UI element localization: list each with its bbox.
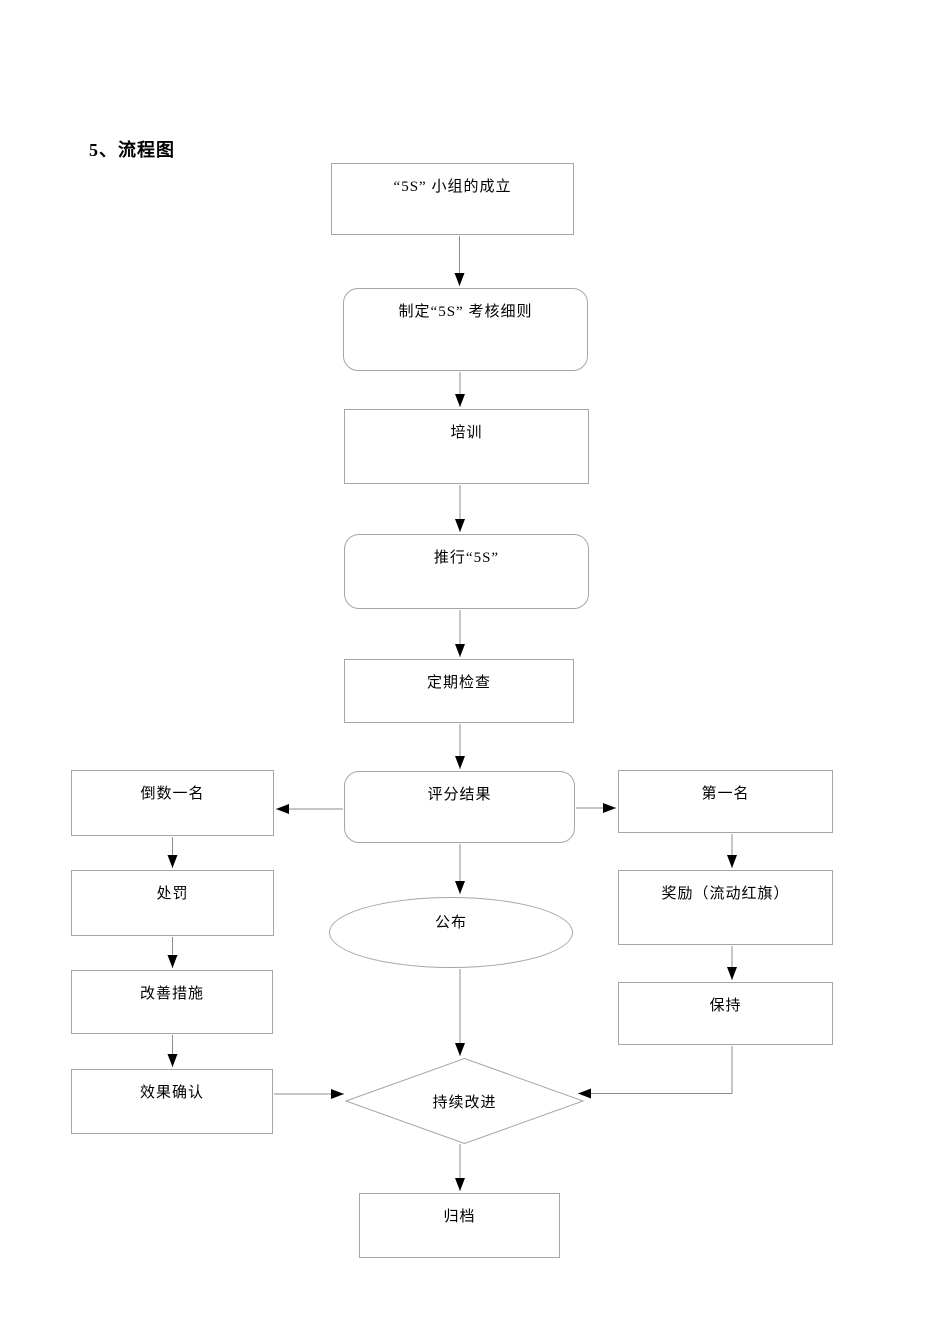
page-title: 5、流程图 <box>89 140 175 160</box>
node-confirm: 效果确认 <box>71 1069 273 1134</box>
node-team-setup: “5S” 小组的成立 <box>331 163 574 235</box>
node-score: 评分结果 <box>344 771 575 843</box>
node-rules: 制定“5S” 考核细则 <box>343 288 588 371</box>
node-implement: 推行“5S” <box>344 534 589 609</box>
node-maintain: 保持 <box>618 982 833 1045</box>
node-training: 培训 <box>344 409 589 484</box>
node-archive: 归档 <box>359 1193 560 1258</box>
node-continuous-improvement-label: 持续改进 <box>432 1095 497 1111</box>
continuous-improvement-diamond-shape <box>344 1057 585 1145</box>
node-reward: 奖励（流动红旗） <box>618 870 833 945</box>
node-first-place: 第一名 <box>618 770 833 833</box>
node-improvement: 改善措施 <box>71 970 273 1034</box>
node-punishment: 处罚 <box>71 870 274 936</box>
arrow-maintain-to-continuous <box>578 1046 733 1099</box>
node-inspection: 定期检查 <box>344 659 574 723</box>
node-announce: 公布 <box>329 897 573 968</box>
node-last-place: 倒数一名 <box>71 770 274 836</box>
